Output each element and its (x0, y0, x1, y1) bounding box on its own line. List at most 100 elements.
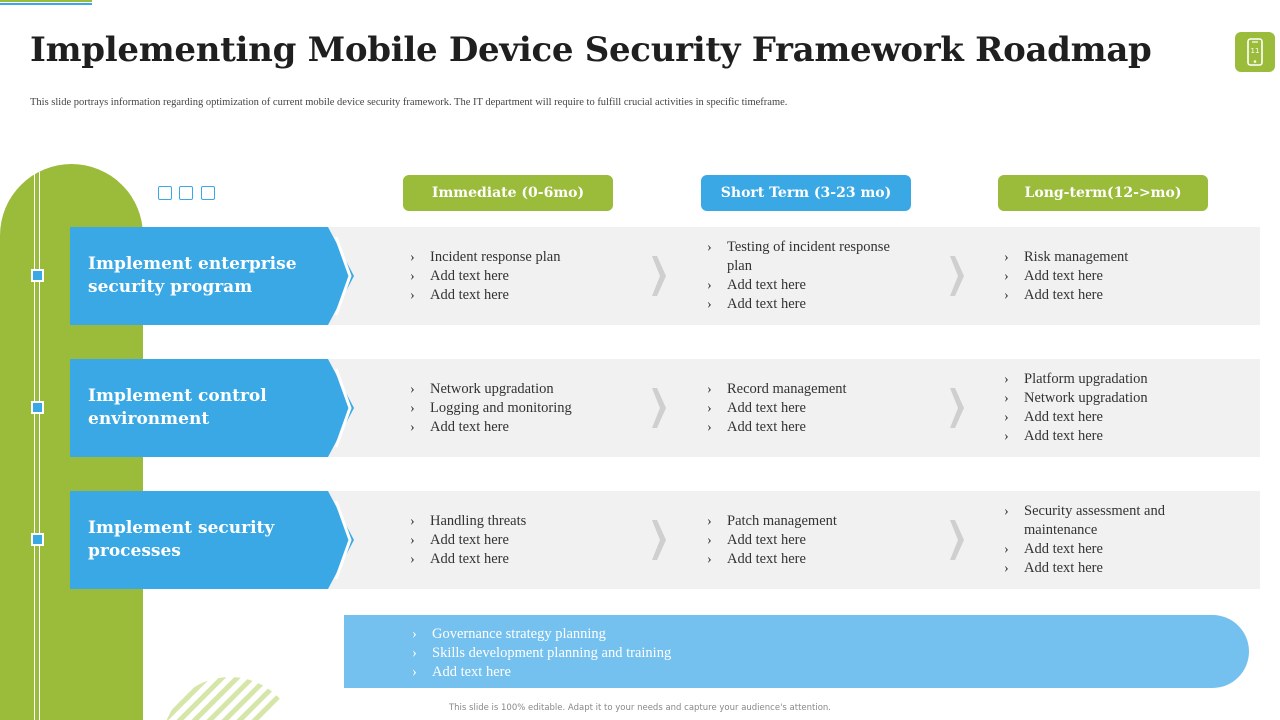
activity-item: › Add text here (707, 295, 907, 314)
activity-text: Security assessment and maintenance (1024, 503, 1165, 538)
activity-item: › Network upgradation (1004, 389, 1148, 408)
activity-item: ›Add text here (410, 286, 560, 305)
row-arrow-chevron-outline (334, 500, 352, 580)
top-accent-blue (0, 3, 92, 5)
bullet-chevron-icon: › (1004, 391, 1009, 406)
governance-item: ›Add text here (412, 663, 671, 682)
decor-square-1 (158, 186, 172, 200)
timeframe-header-2: Short Term (3-23 mo) (701, 175, 911, 211)
row-label-text: Implement security processes (88, 518, 275, 561)
activity-item: ›Add text here (410, 531, 526, 550)
bullet-chevron-icon: › (410, 287, 415, 303)
activity-text: Add text here (1024, 560, 1103, 576)
activity-item: ›Add text here (707, 418, 847, 437)
roadmap-cell-r3-c2: › Patch management› Add text here › Add text… (707, 491, 907, 589)
bullet-chevron-icon: › (1004, 410, 1009, 425)
timeline-line-left (34, 172, 35, 720)
activity-text: Platform upgradation (1024, 371, 1148, 387)
activity-item: › Incident response plan (410, 248, 560, 267)
bullet-chevron-icon: › (1004, 504, 1009, 519)
activity-text: Add text here (727, 550, 806, 567)
bullet-chevron-icon: › (412, 626, 417, 642)
activity-text: Add text here (727, 296, 806, 312)
bullet-chevron-icon: › (1004, 268, 1009, 284)
bullet-chevron-icon: › (707, 400, 712, 416)
activity-item: ›Record management (707, 380, 847, 399)
activity-text: Add text here (1024, 409, 1103, 425)
bullet-chevron-icon: › (410, 400, 415, 416)
bullet-chevron-icon: › (1004, 542, 1009, 557)
activity-text: Network upgradation (1024, 390, 1148, 406)
activity-item: › Add text here (1004, 408, 1148, 427)
row-label-text: Implement control environment (88, 386, 267, 429)
mobile-device-badge: 11 (1235, 32, 1275, 72)
bullet-chevron-icon: › (412, 664, 417, 680)
row-arrow-fill (70, 227, 354, 325)
governance-item: ›Governance strategy planning (412, 625, 671, 644)
activity-text: Add text here (430, 418, 509, 435)
decor-square-3 (201, 186, 215, 200)
column-separator-chevron-icon (950, 256, 964, 296)
striped-circle-decoration (162, 677, 290, 720)
row-arrow-shape (70, 491, 354, 589)
activity-text: Add text here (1024, 286, 1103, 303)
governance-banner: ›Governance strategy planning›Skills dev… (344, 615, 1249, 688)
bullet-chevron-icon: › (1004, 561, 1009, 576)
timeline-line-right (39, 172, 40, 720)
bullet-chevron-icon: › (707, 381, 712, 397)
bullet-chevron-icon: › (410, 551, 415, 567)
row-arrow-shape (70, 359, 354, 457)
activity-item: › Add text here (707, 531, 837, 550)
activity-text: Add text here (430, 531, 509, 548)
governance-item: › Skills development planning and trainin… (412, 644, 671, 663)
activity-text: Add text here (727, 277, 806, 293)
activity-item: ›Add text here (1004, 427, 1148, 446)
activity-text: Patch management (727, 512, 837, 529)
column-separator-chevron-icon (950, 520, 964, 560)
bullet-chevron-icon: › (707, 240, 712, 255)
roadmap-cell-r3-c1: ›Handling threats›Add text here›Add text… (410, 491, 610, 589)
activity-item: ›Logging and monitoring (410, 399, 572, 418)
roadmap-cell-r2-c2: ›Record management›Add text here›Add tex… (707, 359, 907, 457)
timeline-node-1 (31, 269, 44, 282)
activity-item: ›Add text here (707, 550, 837, 569)
roadmap-cell-r1-c3: ›Risk management›Add text here›Add text … (1004, 227, 1204, 325)
activity-text: Handling threats (430, 512, 527, 529)
activity-item: ›Risk management (1004, 248, 1128, 267)
bullet-chevron-icon: › (707, 513, 712, 529)
row-arrow-fill (70, 359, 354, 457)
row-arrow-fill (70, 491, 354, 589)
decor-square-2 (179, 186, 193, 200)
activity-text: Add text here (1024, 541, 1103, 557)
activity-item: ›Add text here (410, 550, 526, 569)
bullet-chevron-icon: › (707, 278, 712, 293)
bullet-chevron-icon: › (412, 645, 417, 661)
activity-text: Incident response plan (430, 248, 561, 265)
governance-text: Skills development planning and training (432, 645, 672, 661)
activity-item: › Patch management (707, 512, 837, 531)
mobile-phone-icon (1247, 38, 1263, 66)
bullet-chevron-icon: › (410, 268, 415, 284)
bullet-chevron-icon: › (707, 532, 712, 548)
bullet-chevron-icon: › (410, 513, 415, 529)
activity-item: ›Add text here (1004, 286, 1128, 305)
governance-list: ›Governance strategy planning›Skills dev… (412, 625, 671, 682)
activity-item: › Handling threats (410, 512, 526, 531)
row-label-arrow-3: Implement security processes (70, 491, 355, 589)
bullet-chevron-icon: › (707, 297, 712, 312)
activity-text: Testing of incident response plan (727, 239, 890, 274)
activity-item: ›Network upgradation (410, 380, 572, 399)
activity-text: Add text here (727, 531, 806, 548)
bullet-chevron-icon: › (410, 249, 415, 265)
timeline-node-3 (31, 533, 44, 546)
bullet-chevron-icon: › (1004, 249, 1009, 265)
row-label-arrow-2: Implement control environment (70, 359, 355, 457)
row-arrow-chevron-outline (334, 368, 352, 448)
row-label-text: Implement enterprise security program (88, 254, 297, 297)
activity-item: ›Add text here (707, 399, 847, 418)
row-arrow-shape (70, 227, 354, 325)
timeline-node-2 (31, 401, 44, 414)
column-separator-chevron-icon (652, 256, 666, 296)
roadmap-cell-r1-c1: ›Incident response plan›Add text here›Ad… (410, 227, 610, 325)
top-accent-green (0, 0, 92, 2)
